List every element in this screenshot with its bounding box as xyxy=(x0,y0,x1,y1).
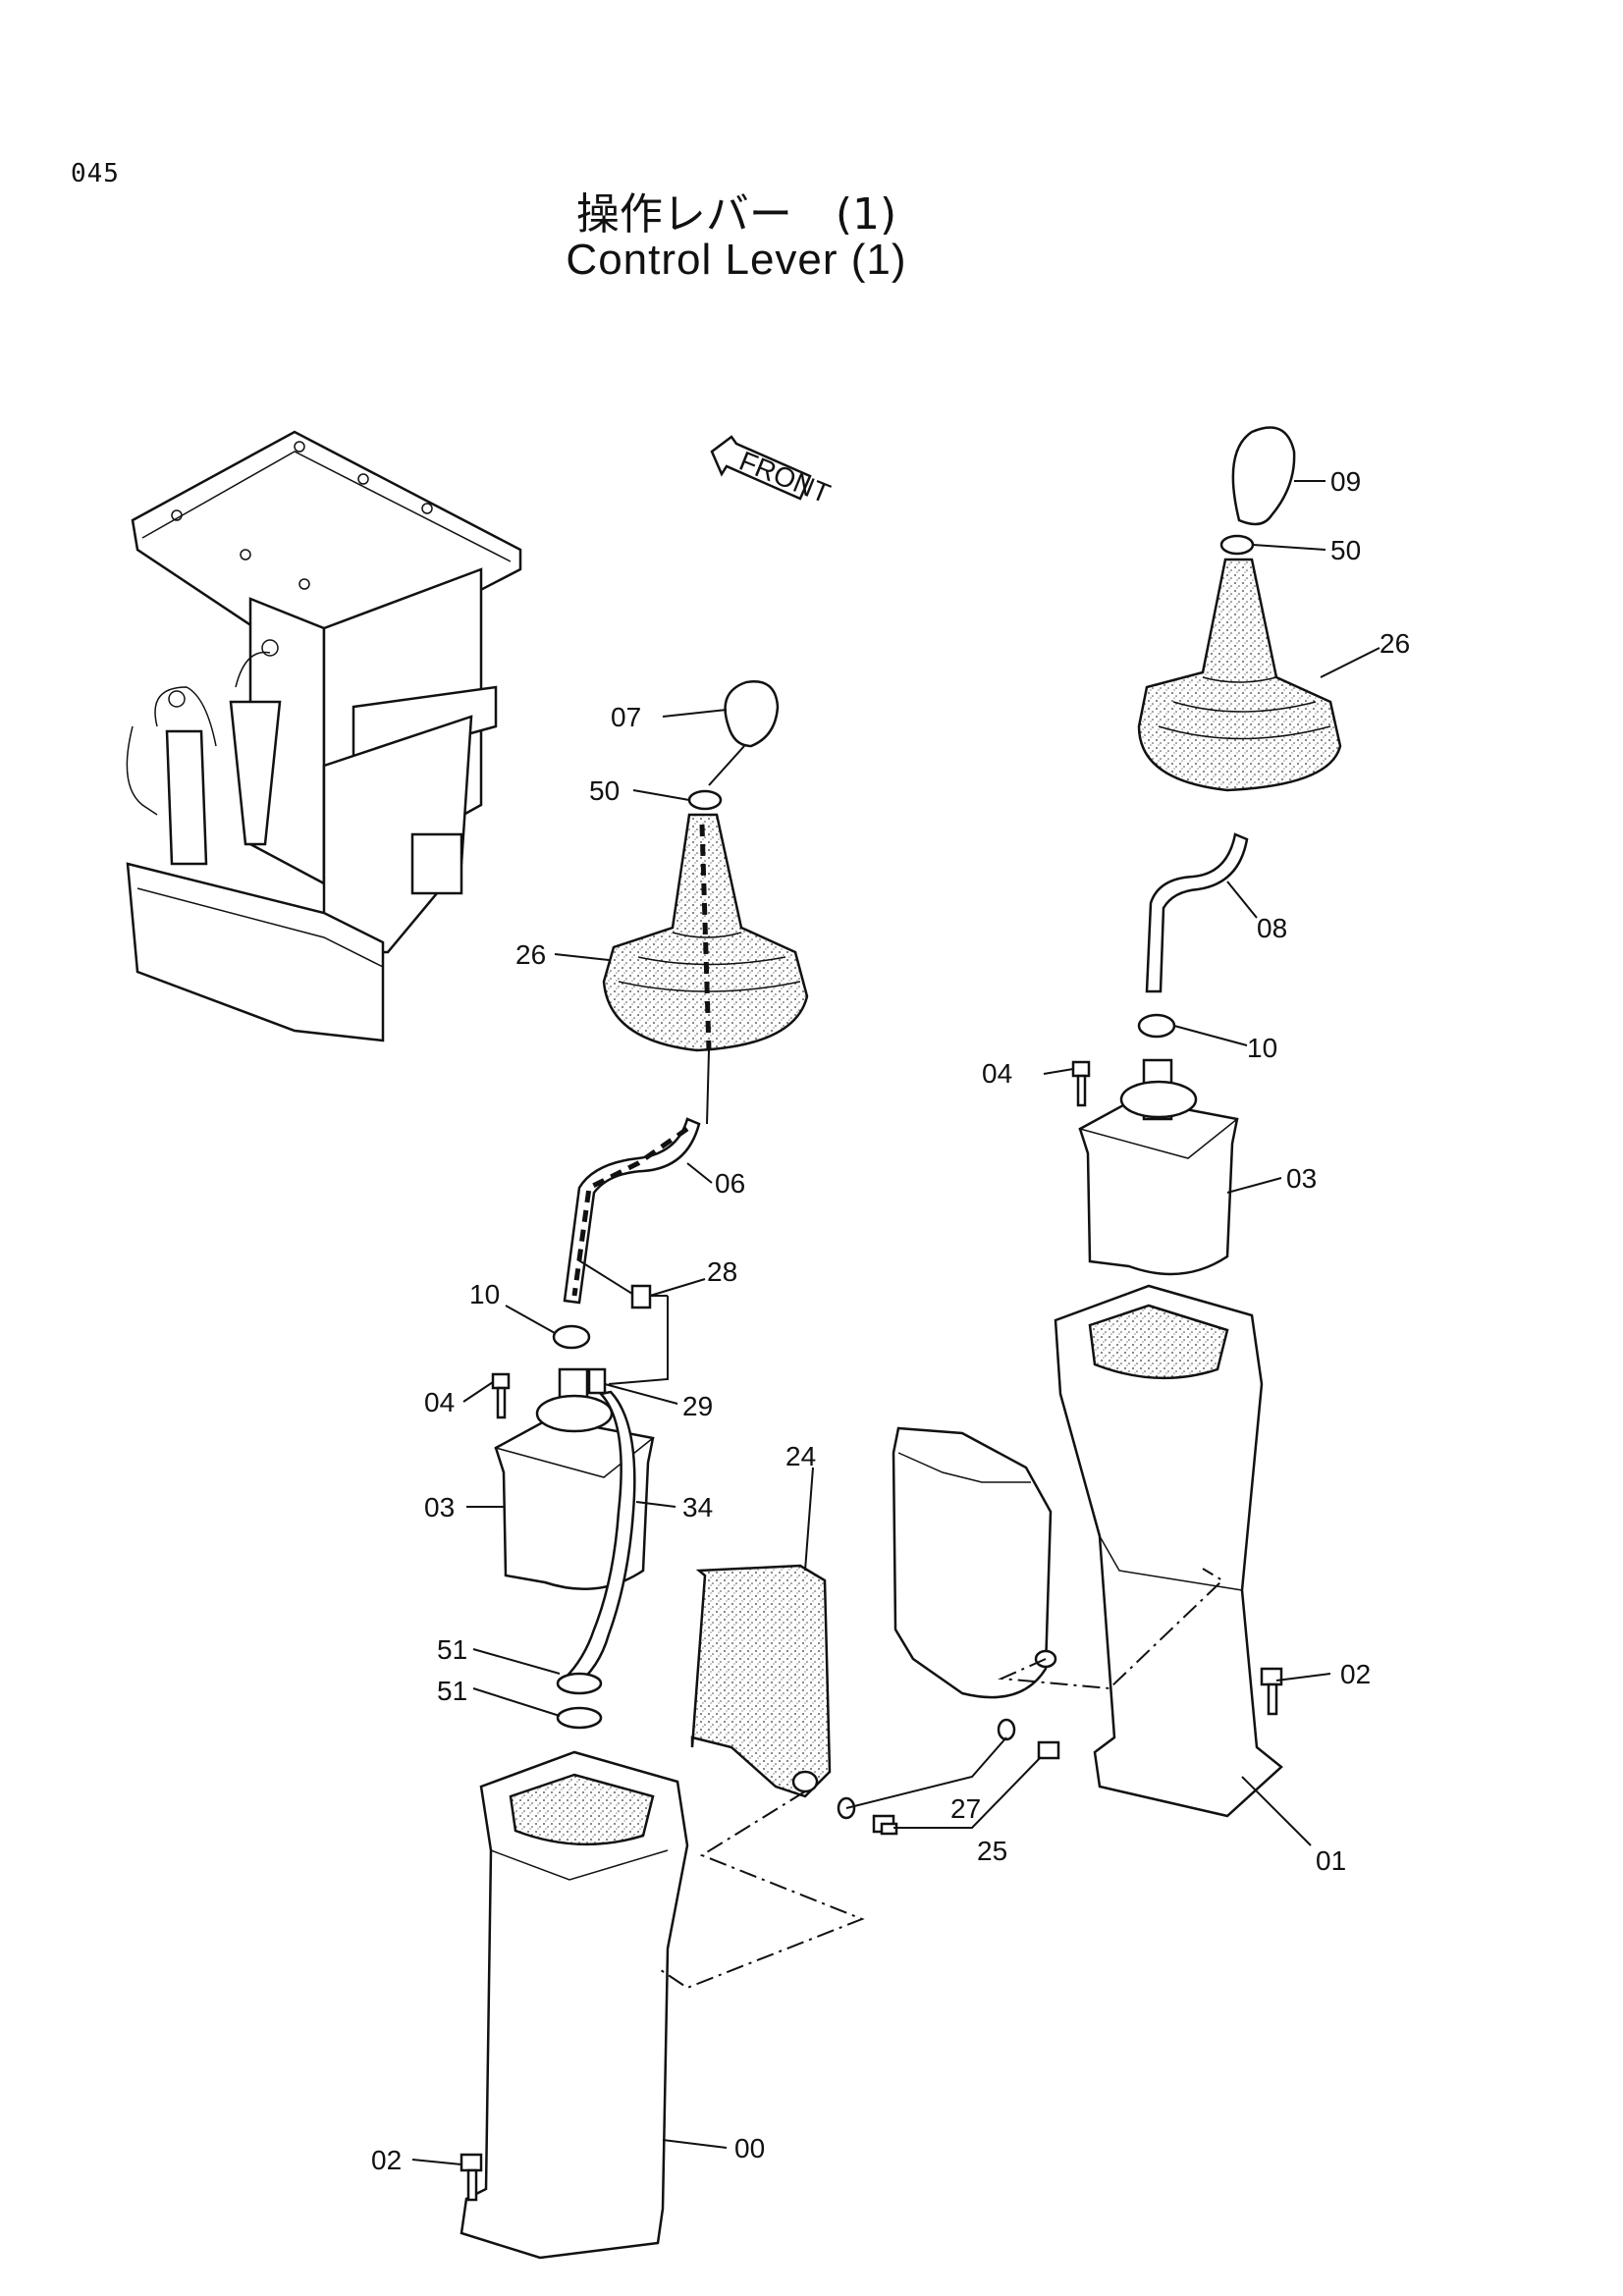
callout-29: 29 xyxy=(682,1391,713,1421)
cover-assembly xyxy=(690,1426,1060,1836)
nut-50-left xyxy=(687,789,723,811)
clip-29 xyxy=(587,1367,607,1395)
washer-27-b xyxy=(997,1718,1016,1741)
callout-09: 09 xyxy=(1330,466,1361,497)
callout-04-right: 04 xyxy=(982,1058,1012,1089)
front-arrow-icon: FRONT xyxy=(710,435,835,509)
callout-02-right: 02 xyxy=(1340,1659,1371,1689)
knob-09 xyxy=(1231,426,1296,526)
clamp-51-lower xyxy=(556,1706,603,1730)
callout-01: 01 xyxy=(1316,1845,1346,1876)
nut-50-right xyxy=(1219,534,1255,556)
cab-overview-illustration xyxy=(126,430,522,1042)
title-japanese: 操作レバー (1) xyxy=(575,189,897,240)
callout-03-right: 03 xyxy=(1286,1163,1317,1194)
lever-rod-08 xyxy=(1145,832,1249,993)
front-marker-label: FRONT xyxy=(735,446,835,509)
left-lever-assembly xyxy=(460,680,809,2260)
callout-26-left: 26 xyxy=(515,939,546,970)
callout-34: 34 xyxy=(682,1492,713,1522)
cover-24-front xyxy=(690,1564,832,1798)
callout-28: 28 xyxy=(707,1256,737,1287)
connector-28 xyxy=(576,1258,669,1385)
pilot-valve-03-right xyxy=(1078,1097,1239,1276)
callout-24: 24 xyxy=(785,1441,816,1471)
callout-51-b: 51 xyxy=(437,1676,467,1706)
page-id: 045 xyxy=(71,159,120,188)
knob-07 xyxy=(724,680,780,748)
callout-50-right: 50 xyxy=(1330,535,1361,565)
callout-labels: 09 50 26 08 10 04 03 07 50 26 06 28 10 2… xyxy=(371,466,1410,2175)
bolt-04-right xyxy=(1071,1060,1091,1107)
bolt-02-right xyxy=(1260,1667,1283,1716)
lever-housing-00 xyxy=(460,1750,689,2260)
bolt-02-left xyxy=(460,2153,483,2202)
right-lever-assembly xyxy=(1054,426,1342,1818)
nut-10-left xyxy=(552,1324,591,1350)
callout-50-left: 50 xyxy=(589,775,620,806)
callout-10-left: 10 xyxy=(469,1279,500,1309)
clamp-51-upper xyxy=(556,1672,603,1695)
boot-26-right xyxy=(1137,558,1342,792)
callout-27: 27 xyxy=(950,1793,981,1824)
nut-10-right xyxy=(1137,1013,1176,1039)
alignment-lines xyxy=(657,1568,1224,1990)
callout-07: 07 xyxy=(611,702,641,732)
callout-25: 25 xyxy=(977,1836,1007,1866)
title-english: Control Lever (1) xyxy=(566,236,907,284)
screw-25-a xyxy=(872,1814,898,1836)
callout-08: 08 xyxy=(1257,913,1287,943)
callout-00: 00 xyxy=(734,2133,765,2163)
cover-24-rear xyxy=(892,1426,1053,1699)
callout-03-left: 03 xyxy=(424,1492,455,1522)
lever-housing-01 xyxy=(1054,1284,1283,1818)
callout-10-right: 10 xyxy=(1247,1033,1277,1063)
screw-25-b xyxy=(1037,1740,1060,1760)
bolt-04-left xyxy=(491,1372,511,1419)
callout-26-right: 26 xyxy=(1380,628,1410,659)
callout-51-a: 51 xyxy=(437,1634,467,1665)
leader-lines xyxy=(411,480,1380,2165)
callout-02-left: 02 xyxy=(371,2145,402,2175)
callout-06: 06 xyxy=(715,1168,745,1199)
callout-04-left: 04 xyxy=(424,1387,455,1417)
pilot-valve-03-left xyxy=(494,1416,655,1590)
